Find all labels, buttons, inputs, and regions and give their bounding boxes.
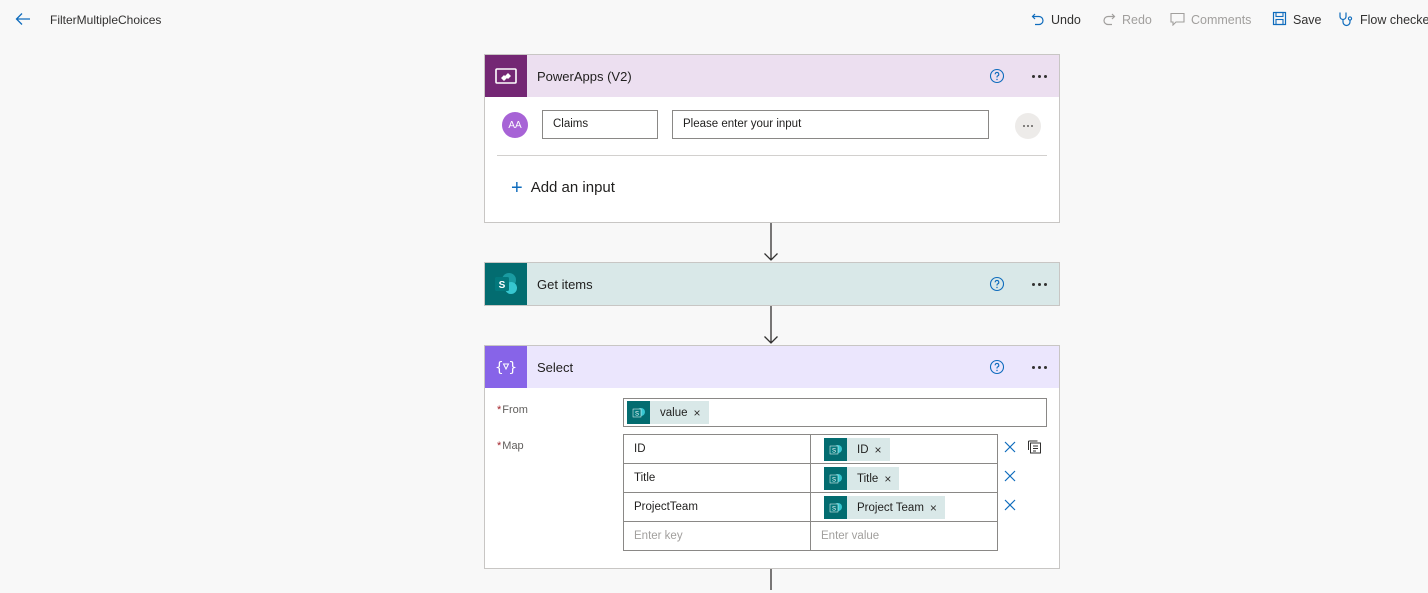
connector-arrow-icon bbox=[763, 223, 779, 262]
remove-token-icon[interactable]: × bbox=[929, 500, 937, 515]
required-marker: * bbox=[497, 404, 502, 416]
sharepoint-icon: S bbox=[485, 263, 527, 305]
map-value-cell[interactable]: S Project Team × bbox=[810, 492, 998, 522]
token-label: Title bbox=[857, 472, 879, 485]
undo-icon bbox=[1031, 12, 1051, 29]
map-value-cell[interactable]: S Title × bbox=[810, 463, 998, 493]
remove-token-icon[interactable]: × bbox=[884, 471, 892, 486]
svg-text:S: S bbox=[831, 506, 835, 512]
map-key-input[interactable]: Enter key bbox=[623, 521, 811, 551]
svg-text:S: S bbox=[831, 448, 835, 454]
undo-button[interactable]: Undo bbox=[1031, 10, 1081, 30]
delete-row-close-icon[interactable] bbox=[1003, 498, 1017, 512]
map-value-cell[interactable]: S ID × bbox=[810, 434, 998, 464]
save-button[interactable]: Save bbox=[1272, 10, 1322, 30]
help-circle-icon[interactable] bbox=[989, 276, 1005, 292]
redo-label: Redo bbox=[1122, 13, 1152, 27]
text-input-type-icon: AA bbox=[502, 112, 528, 138]
powerapps-card-title: PowerApps (V2) bbox=[537, 68, 632, 84]
trigger-input-row: AA Claims Please enter your input bbox=[485, 109, 1059, 141]
help-circle-icon[interactable] bbox=[989, 68, 1005, 84]
add-input-button[interactable]: + Add an input bbox=[511, 176, 615, 199]
data-operation-icon: { } bbox=[485, 346, 527, 388]
sharepoint-icon: S bbox=[824, 496, 847, 519]
undo-label: Undo bbox=[1051, 13, 1081, 27]
divider bbox=[497, 155, 1047, 156]
delete-row-close-icon[interactable] bbox=[1003, 469, 1017, 483]
get-items-card: S Get items bbox=[484, 262, 1060, 306]
powerapps-icon bbox=[485, 55, 527, 97]
dynamic-content-token[interactable]: S ID × bbox=[824, 438, 890, 461]
help-circle-icon[interactable] bbox=[989, 359, 1005, 375]
more-dots-icon[interactable] bbox=[1027, 67, 1051, 85]
comments-label: Comments bbox=[1191, 13, 1252, 27]
map-table: ID S ID × Title S Title × ProjectTeam bbox=[623, 434, 998, 552]
dynamic-content-token[interactable]: S value × bbox=[627, 401, 709, 424]
delete-row-close-icon[interactable] bbox=[1003, 440, 1017, 454]
map-key-cell[interactable]: ID bbox=[623, 434, 811, 464]
plus-icon: + bbox=[511, 176, 523, 199]
svg-text:S: S bbox=[499, 280, 506, 291]
select-card-header[interactable]: { } Select bbox=[485, 346, 1059, 388]
map-value-input[interactable]: Enter value bbox=[810, 521, 998, 551]
sharepoint-icon: S bbox=[824, 438, 847, 461]
map-label: *Map bbox=[497, 440, 524, 452]
remove-token-icon[interactable]: × bbox=[693, 405, 701, 420]
connector-line bbox=[763, 569, 779, 590]
switch-to-text-mode-icon[interactable] bbox=[1027, 439, 1043, 455]
get-items-card-title: Get items bbox=[537, 276, 593, 292]
top-bar: FilterMultipleChoices Undo Redo Comments… bbox=[0, 0, 1428, 40]
map-key-cell[interactable]: ProjectTeam bbox=[623, 492, 811, 522]
sharepoint-icon: S bbox=[627, 401, 650, 424]
required-marker: * bbox=[497, 440, 502, 452]
select-card: { } Select *From S value × *Map ID bbox=[484, 345, 1060, 569]
redo-icon bbox=[1102, 12, 1122, 29]
powerapps-card-header[interactable]: PowerApps (V2) bbox=[485, 55, 1059, 97]
more-dots-icon[interactable] bbox=[1027, 275, 1051, 293]
connector-arrow-icon bbox=[763, 306, 779, 345]
remove-token-icon[interactable]: × bbox=[874, 442, 882, 457]
token-label: value bbox=[660, 406, 688, 419]
dynamic-content-token[interactable]: S Title × bbox=[824, 467, 900, 490]
add-input-label: Add an input bbox=[530, 179, 615, 196]
dynamic-content-token[interactable]: S Project Team × bbox=[824, 496, 945, 519]
stethoscope-icon bbox=[1338, 11, 1360, 30]
comment-icon bbox=[1170, 12, 1191, 29]
comments-button[interactable]: Comments bbox=[1170, 10, 1251, 30]
input-description-field[interactable]: Please enter your input bbox=[672, 110, 989, 139]
save-icon bbox=[1272, 11, 1293, 29]
sharepoint-icon: S bbox=[824, 467, 847, 490]
flow-checker-label: Flow checker bbox=[1360, 13, 1428, 27]
flow-checker-button[interactable]: Flow checker bbox=[1338, 10, 1428, 30]
save-label: Save bbox=[1293, 13, 1322, 27]
from-input[interactable]: S value × bbox=[623, 398, 1047, 427]
svg-text:S: S bbox=[831, 477, 835, 483]
input-more-options-icon[interactable] bbox=[1015, 113, 1041, 139]
flow-title: FilterMultipleChoices bbox=[50, 13, 162, 27]
powerapps-trigger-card: PowerApps (V2) AA Claims Please enter yo… bbox=[484, 54, 1060, 223]
get-items-card-header[interactable]: S Get items bbox=[485, 263, 1059, 305]
input-name-field[interactable]: Claims bbox=[542, 110, 658, 139]
svg-text:S: S bbox=[634, 411, 638, 417]
avatar-text: AA bbox=[508, 119, 522, 131]
redo-button[interactable]: Redo bbox=[1102, 10, 1152, 30]
back-arrow-icon[interactable] bbox=[14, 10, 38, 30]
more-dots-icon[interactable] bbox=[1027, 358, 1051, 376]
map-key-cell[interactable]: Title bbox=[623, 463, 811, 493]
token-label: Project Team bbox=[857, 501, 924, 514]
from-label: *From bbox=[497, 404, 528, 416]
select-card-title: Select bbox=[537, 359, 574, 375]
token-label: ID bbox=[857, 443, 869, 456]
